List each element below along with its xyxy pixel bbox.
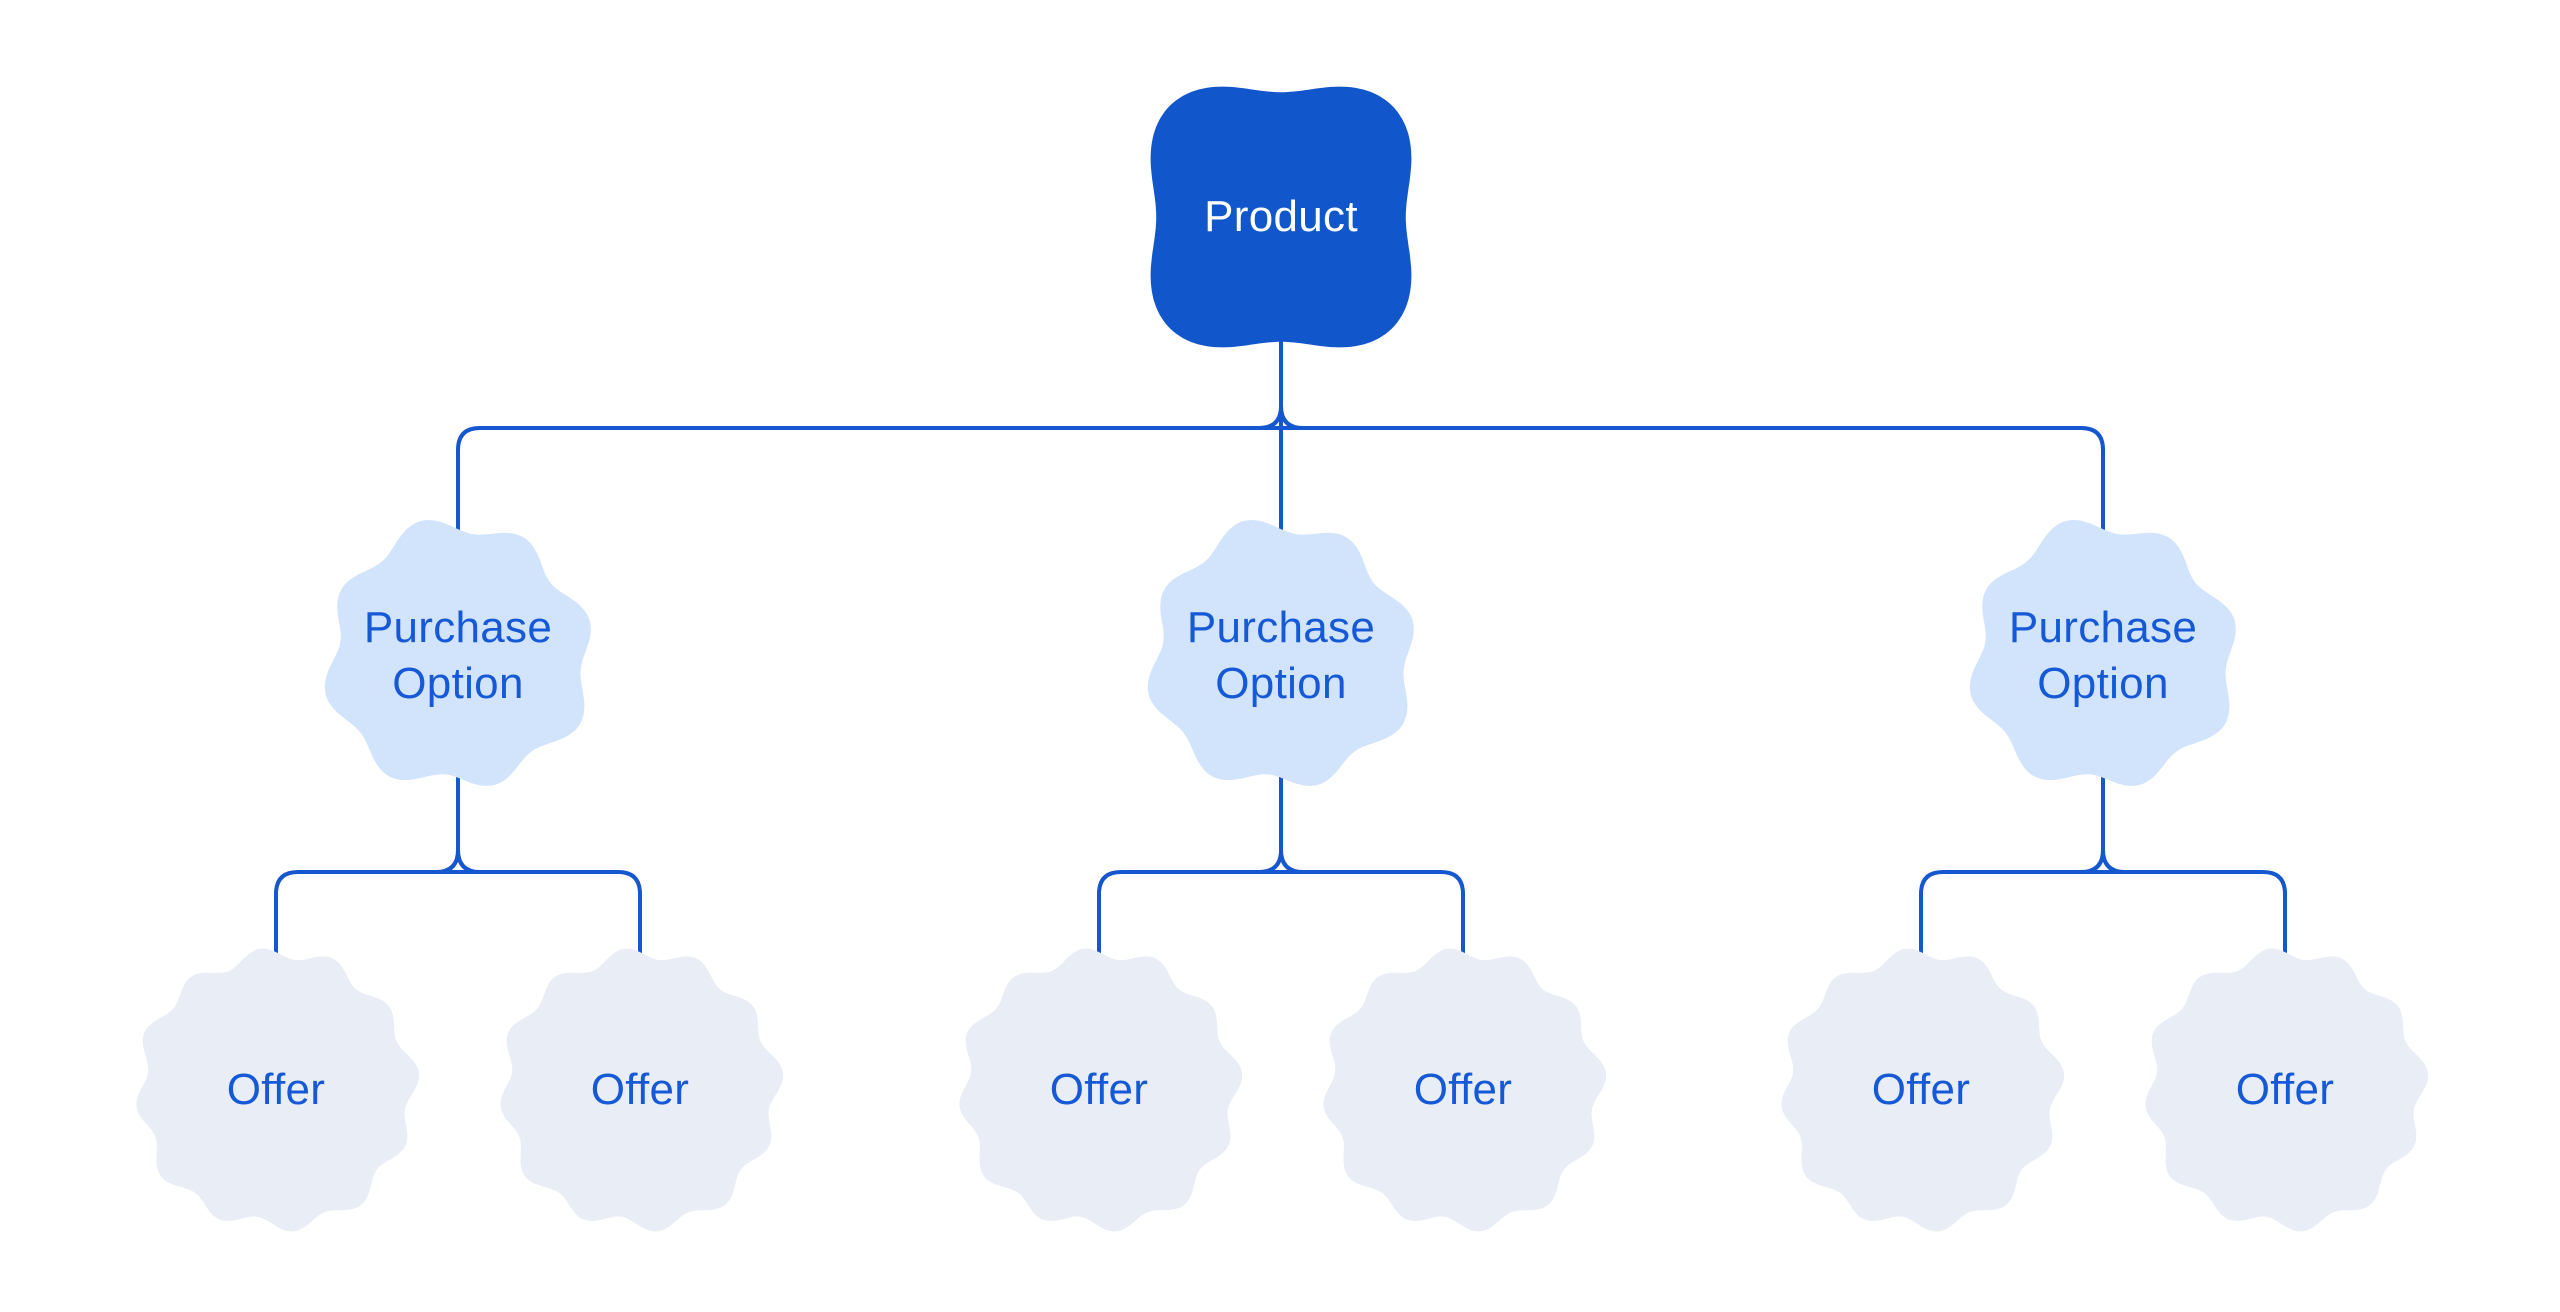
offer-node-3a: Offer [1776, 945, 2066, 1235]
purchase-blob-icon [1147, 520, 1414, 786]
connector-root-rail [456, 426, 2105, 545]
offer-blob-shape [1323, 948, 1607, 1232]
offer-node-1a: Offer [131, 945, 421, 1235]
offer-blob-shape [959, 948, 1243, 1232]
offer-blob-shape [500, 948, 784, 1232]
offer-label: Offer [1049, 1065, 1149, 1114]
purchase-option-label: Purchase Option [2008, 603, 2198, 708]
purchase-option-label: Purchase Option [363, 603, 553, 708]
offer-blob-shape [2145, 948, 2429, 1232]
product-label: Product [1204, 192, 1358, 241]
offer-label: Offer [2235, 1065, 2335, 1114]
offer-blob-icon [1781, 948, 2065, 1232]
purchase-option-node-3: Purchase Option [1962, 515, 2244, 797]
offer-label: Offer [1871, 1065, 1971, 1114]
offer-node-3b: Offer [2140, 945, 2430, 1235]
connector-root-fillet-left [1258, 405, 1283, 430]
offer-label: Offer [590, 1065, 690, 1114]
offer-label: Offer [226, 1065, 326, 1114]
connector-group1-fillet-left [435, 849, 460, 874]
purchase-blob-shape [1147, 520, 1414, 786]
offer-node-2a: Offer [954, 945, 1244, 1235]
purchase-option-node-2: Purchase Option [1140, 515, 1422, 797]
connector-group1-rail [274, 870, 642, 975]
connector-group2-fillet-left [1258, 849, 1283, 874]
connector-group2-fillet-right [1279, 849, 1304, 874]
purchase-blob-icon [1969, 520, 2236, 786]
offer-blob-shape [136, 948, 420, 1232]
connector-group3-fillet-left [2080, 849, 2105, 874]
offer-blob-icon [136, 948, 420, 1232]
purchase-option-node-1: Purchase Option [317, 515, 599, 797]
offer-blob-icon [2145, 948, 2429, 1232]
connector-group1-fillet-right [456, 849, 481, 874]
offer-node-2b: Offer [1318, 945, 1608, 1235]
purchase-blob-shape [1969, 520, 2236, 786]
product-node: Product [1123, 59, 1439, 375]
purchase-option-label: Purchase Option [1186, 603, 1376, 708]
purchase-blob-icon [324, 520, 591, 786]
offer-blob-shape [1781, 948, 2065, 1232]
connector-group3-rail [1919, 870, 2287, 975]
product-blob-icon [1150, 86, 1412, 348]
offer-blob-icon [500, 948, 784, 1232]
purchase-blob-shape [324, 520, 591, 786]
offer-node-1b: Offer [495, 945, 785, 1235]
offer-label: Offer [1413, 1065, 1513, 1114]
connector-group2-rail [1097, 870, 1465, 975]
connector-group3-fillet-right [2101, 849, 2126, 874]
offer-blob-icon [959, 948, 1243, 1232]
product-blob-shape [1150, 86, 1412, 348]
connector-root-fillet-right [1279, 405, 1304, 430]
offer-blob-icon [1323, 948, 1607, 1232]
